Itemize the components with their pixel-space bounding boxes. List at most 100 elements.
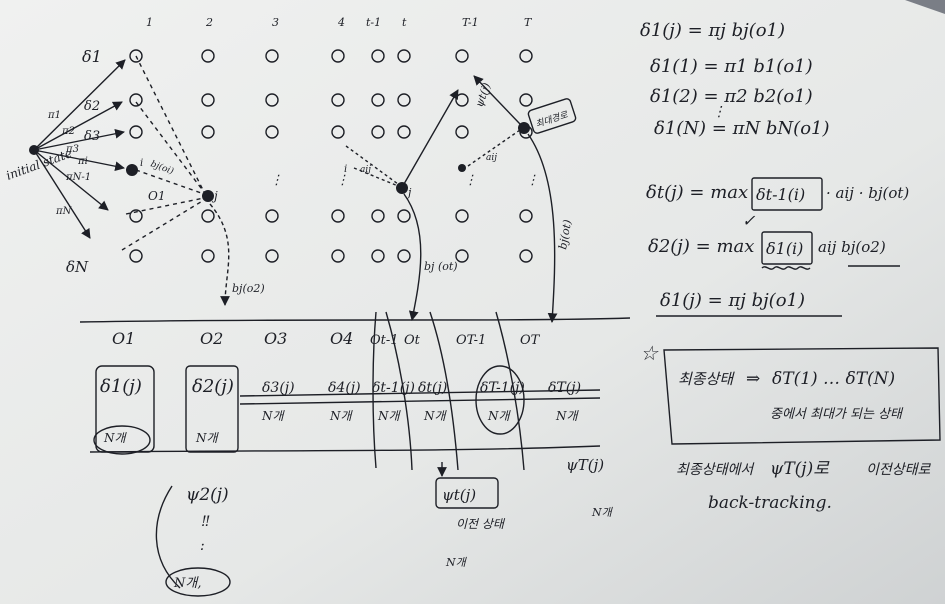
note-delta-range: δT(1) … δT(N) [772,369,895,389]
eq-recur-t-box: δt-1(i) [756,185,805,204]
count-cell-8: N개 [555,409,580,423]
bottom-note: 최종상태에서 ψT(j)로 이전상태로 back-tracking. [676,459,932,513]
column-header-1: 1 [146,16,153,29]
column-header-5: t-1 [366,16,381,29]
note-box: ☆ 최종상태 ⇒ δT(1) … δT(N) 중에서 최대가 되는 상태 [640,341,941,445]
eq-recur-2-lhs: δ2(j) = max [648,236,754,257]
state-node [371,49,385,63]
eq-recur-t-lhs: δt(j) = max [646,182,748,203]
count-cell-4: N개 [329,409,354,423]
delta-n-label: δN [66,258,89,276]
psi-2-dots: ‼ [202,514,210,530]
pi-n1-label: πN-1 [65,172,91,183]
observation-7: OT-1 [456,333,486,348]
psi-2-label: ψ2(j) [186,485,229,505]
delta-cell-2: δ2(j) [192,376,234,397]
delta-cell-7: δT-1(j) [480,380,525,396]
observation-5: Ot-1 [370,333,399,348]
node-j-label: j [211,189,218,203]
state-node [455,249,469,263]
state-node [397,125,411,139]
state-node [397,209,411,223]
delta-cell-4: δ4(j) [328,380,361,396]
psi-t-box-label: ψt(j) [442,486,476,504]
ellipsis: ⋮ [336,173,349,188]
state-node [265,125,279,139]
state-node [397,49,411,63]
state-node [331,209,345,223]
observation-8: OT [520,333,541,348]
column-header-4: 4 [337,16,345,29]
state-node [519,93,533,107]
state-node [265,49,279,63]
state-node [371,125,385,139]
eq-init-N: δ1(N) = πN bN(o1) [654,118,830,139]
eq-recur-2-box: δ1(i) [766,239,803,258]
ellipsis: ⋮ [270,173,283,188]
state-node [201,93,215,107]
delta-cell-3: δ3(j) [262,380,295,396]
state-node [519,49,533,63]
state-node [265,93,279,107]
bj-o2-label: bj(o2) [232,282,265,295]
node-i-t: i [344,164,347,175]
state-node [397,249,411,263]
observation-3: O3 [264,329,287,348]
state-node [455,49,469,63]
column-header-7: T-1 [462,16,479,29]
eq-init-1: δ1(1) = π1 b1(o1) [650,56,813,77]
state-node [129,249,143,263]
state-node [129,125,143,139]
delta-3-label: δ3 [84,129,100,144]
delta-labels: δ1(j)δ2(j)δ3(j)δ4(j)δt-1(j)δt(j)δT-1(j)δ… [100,376,581,397]
observation-4: O4 [330,329,353,348]
psi-2-count: N개, [173,576,201,591]
delta-1-label: δ1 [82,47,102,66]
state-node [265,209,279,223]
state-node [331,125,345,139]
state-node [519,209,533,223]
observation-2: O2 [200,329,223,348]
state-node [129,93,143,107]
bj-ot-label: bj (ot) [424,260,458,273]
pi-1-label: π1 [47,110,61,121]
psi-t-note: 이전 상태 [456,517,506,531]
svg-text::: : [200,538,205,554]
note-line2: 중에서 최대가 되는 상태 [770,407,904,422]
note-arrow: ⇒ [746,369,760,389]
count-cell-5: N개 [377,409,402,423]
count-cell-2: N개 [195,431,220,445]
bottom-note-c: 이전상태로 [866,462,932,478]
delta-cell-1: δ1(j) [100,376,142,397]
state-node [519,249,533,263]
psi-T-label: ψT(j) [566,456,604,474]
eq-recur-2-rhs: aij bj(o2) [818,238,886,256]
delta-2-label: δ2 [84,99,100,114]
count-cell-3: N개 [261,409,286,423]
column-header-3: 3 [272,16,279,29]
observation-table [79,311,631,471]
psi-t-count: N개 [445,556,468,569]
count-cell-7: N개 [487,409,512,423]
note-final-state: 최종상태 [678,370,735,388]
pi-3-label: π3 [65,144,79,155]
state-node [201,249,215,263]
state-node [201,209,215,223]
state-node [371,93,385,107]
column-header-8: T [524,16,533,29]
state-node [201,49,215,63]
node-j-t: j [405,186,412,199]
pi-n-label: πN [55,206,73,217]
note-star: ☆ [640,341,659,365]
eq-check: ✓ [742,211,756,230]
state-node [331,249,345,263]
state-node [371,209,385,223]
eq-init-2: δ1(2) = π2 b2(o1) [650,86,813,107]
node-i-label: i [140,158,143,169]
state-node [129,49,143,63]
